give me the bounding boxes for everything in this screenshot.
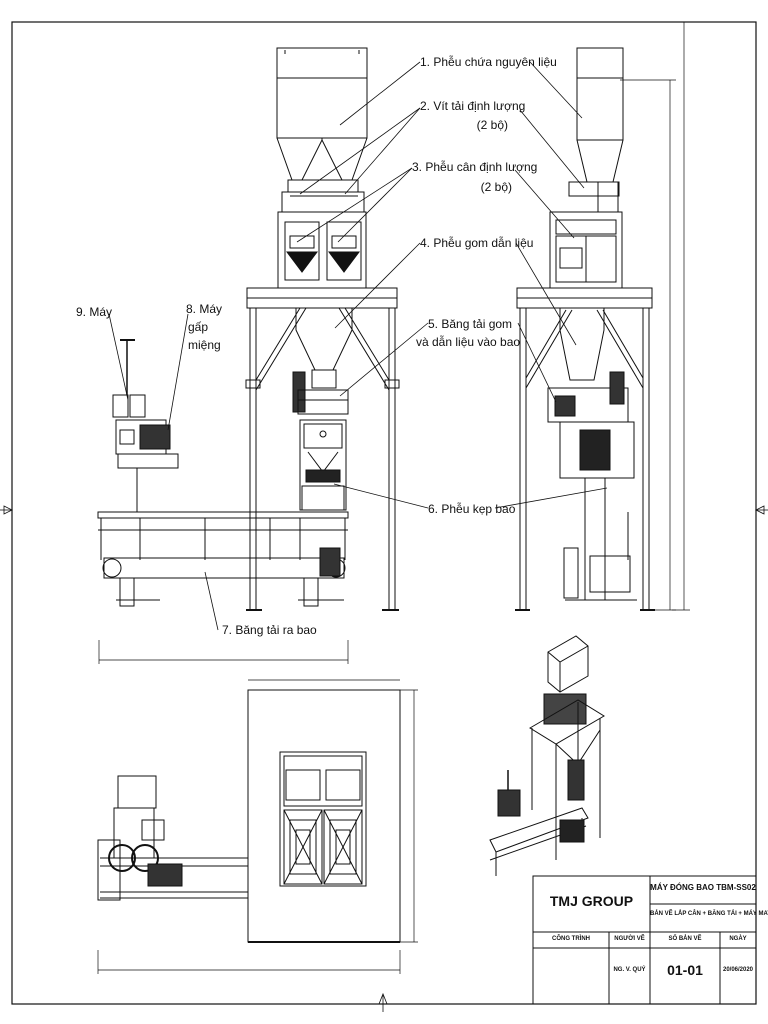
side-frame xyxy=(515,287,655,611)
title-block-frame xyxy=(532,875,757,1005)
callout-1-label: 1. Phễu chứa nguyên liệu xyxy=(420,55,557,69)
front-bag-clamp xyxy=(299,419,347,511)
callout-5-label-2: và dẫn liệu vào bao xyxy=(416,335,521,349)
plan-sewing-machine xyxy=(108,775,183,887)
callout-7-label: 7. Băng tải ra bao xyxy=(222,623,317,637)
callout-8-label-2: gấp xyxy=(188,320,209,334)
side-feed-and-clamp xyxy=(547,371,637,601)
front-feeding-conveyor xyxy=(292,371,349,415)
front-view xyxy=(97,47,400,664)
front-outfeed-conveyor xyxy=(97,511,349,607)
callout-4-label: 4. Phễu gom dẫn liệu xyxy=(420,236,534,250)
header-project: CÔNG TRÌNH xyxy=(552,936,590,942)
callout-5-label: 5. Băng tải gom xyxy=(428,317,513,331)
sheet-border xyxy=(11,21,757,1005)
front-collecting-hopper xyxy=(295,308,353,389)
callout-8-label-3: miệng xyxy=(188,338,221,352)
callout-6-label: 6. Phễu kẹp bao xyxy=(428,502,516,516)
callout-8-label: 8. Máy xyxy=(186,302,223,316)
callout-2-label: 2. Vít tải định lượng xyxy=(420,99,526,113)
side-storage-hopper xyxy=(568,47,624,213)
callout-3-label: 3. Phễu cân định lượng xyxy=(412,160,538,174)
isometric-view xyxy=(489,635,605,876)
header-sheet-no: SỐ BẢN VẼ xyxy=(668,936,702,942)
front-dimension xyxy=(98,640,349,664)
drawer-name: NG. V. QUÝ xyxy=(613,967,646,973)
drawing-subtitle: BẢN VẼ LẮP CÂN + BĂNG TẢI + MÁY MAY xyxy=(650,911,768,917)
side-weighing-hopper xyxy=(549,211,623,289)
header-drawer: NGƯỜI VẼ xyxy=(614,936,645,942)
side-collecting-hopper xyxy=(559,308,605,381)
front-weighing-hoppers xyxy=(277,211,367,289)
front-sewing-machine xyxy=(112,339,179,512)
centering-marks xyxy=(0,505,768,1012)
callout-9-label: 9. Máy xyxy=(76,305,113,319)
side-view xyxy=(515,22,690,611)
callout-2-qty: (2 bộ) xyxy=(476,118,508,132)
company-name: TMJ GROUP xyxy=(549,893,634,909)
header-date: NGÀY xyxy=(729,936,747,942)
drawing-date: 20/06/2020 xyxy=(722,967,754,973)
drawing-title: MÁY ĐÓNG BAO TBM-SS02 xyxy=(650,883,756,892)
sheet-number: 01-01 xyxy=(667,962,703,978)
front-frame xyxy=(245,287,400,611)
callout-leaders xyxy=(108,61,608,631)
plan-dimension xyxy=(97,679,418,974)
side-dimension xyxy=(620,22,690,611)
callout-3-qty: (2 bộ) xyxy=(480,180,512,194)
plan-view xyxy=(97,679,418,974)
